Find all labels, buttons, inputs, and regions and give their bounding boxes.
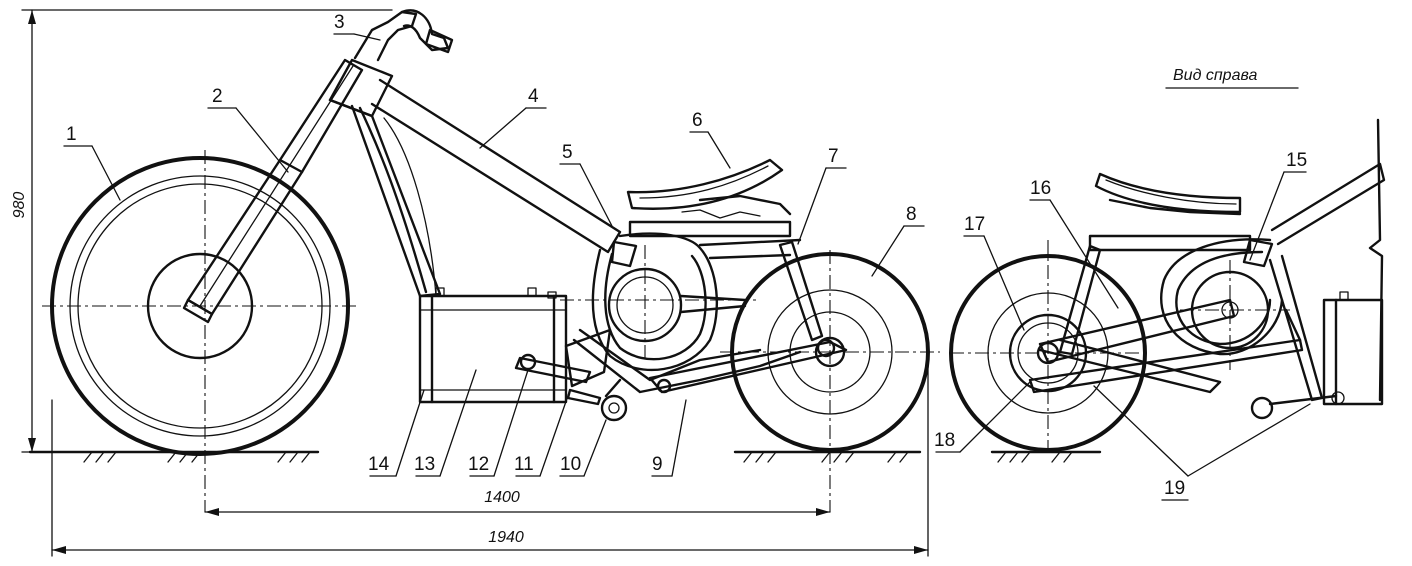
footpeg xyxy=(600,378,628,422)
callout-14: 14 xyxy=(368,454,390,475)
callout-12: 12 xyxy=(468,454,489,475)
callouts: 1 2 3 4 5 6 7 8 9 10 11 12 13 14 15 16 1… xyxy=(66,12,1307,499)
main-frame xyxy=(350,78,848,394)
callout-8: 8 xyxy=(906,204,917,225)
seat xyxy=(626,158,784,210)
callout-3: 3 xyxy=(334,12,345,33)
rear-wheel xyxy=(730,252,930,452)
right-view xyxy=(949,118,1386,452)
callout-2: 2 xyxy=(212,86,223,107)
center-lines xyxy=(42,150,1290,512)
callout-15: 15 xyxy=(1286,150,1307,171)
callout-10: 10 xyxy=(560,454,581,475)
callout-16: 16 xyxy=(1030,178,1051,199)
dimension-wheelbase-label: 1400 xyxy=(484,489,520,506)
dimension-height xyxy=(21,9,393,453)
dimension-wheelbase xyxy=(204,508,831,516)
head-tube-handlebar xyxy=(328,9,454,118)
dimension-height-label: 980 xyxy=(11,192,28,219)
callout-11: 11 xyxy=(514,454,534,475)
battery-box xyxy=(418,287,568,404)
callout-17: 17 xyxy=(964,214,985,235)
callout-19: 19 xyxy=(1164,478,1185,499)
dimension-overall-length xyxy=(51,359,929,557)
front-fork xyxy=(182,58,364,324)
callout-5: 5 xyxy=(562,142,573,163)
callout-18: 18 xyxy=(934,430,955,451)
callout-1: 1 xyxy=(66,124,77,145)
callout-6: 6 xyxy=(692,110,703,131)
callout-4: 4 xyxy=(528,86,539,107)
callout-9: 9 xyxy=(652,454,663,475)
view-caption: Вид справа xyxy=(1173,67,1257,84)
leader-lines xyxy=(63,33,1311,501)
dimension-overall-length-label: 1940 xyxy=(488,529,524,546)
front-wheel xyxy=(50,156,350,456)
callout-7: 7 xyxy=(828,146,839,167)
callout-13: 13 xyxy=(414,454,435,475)
